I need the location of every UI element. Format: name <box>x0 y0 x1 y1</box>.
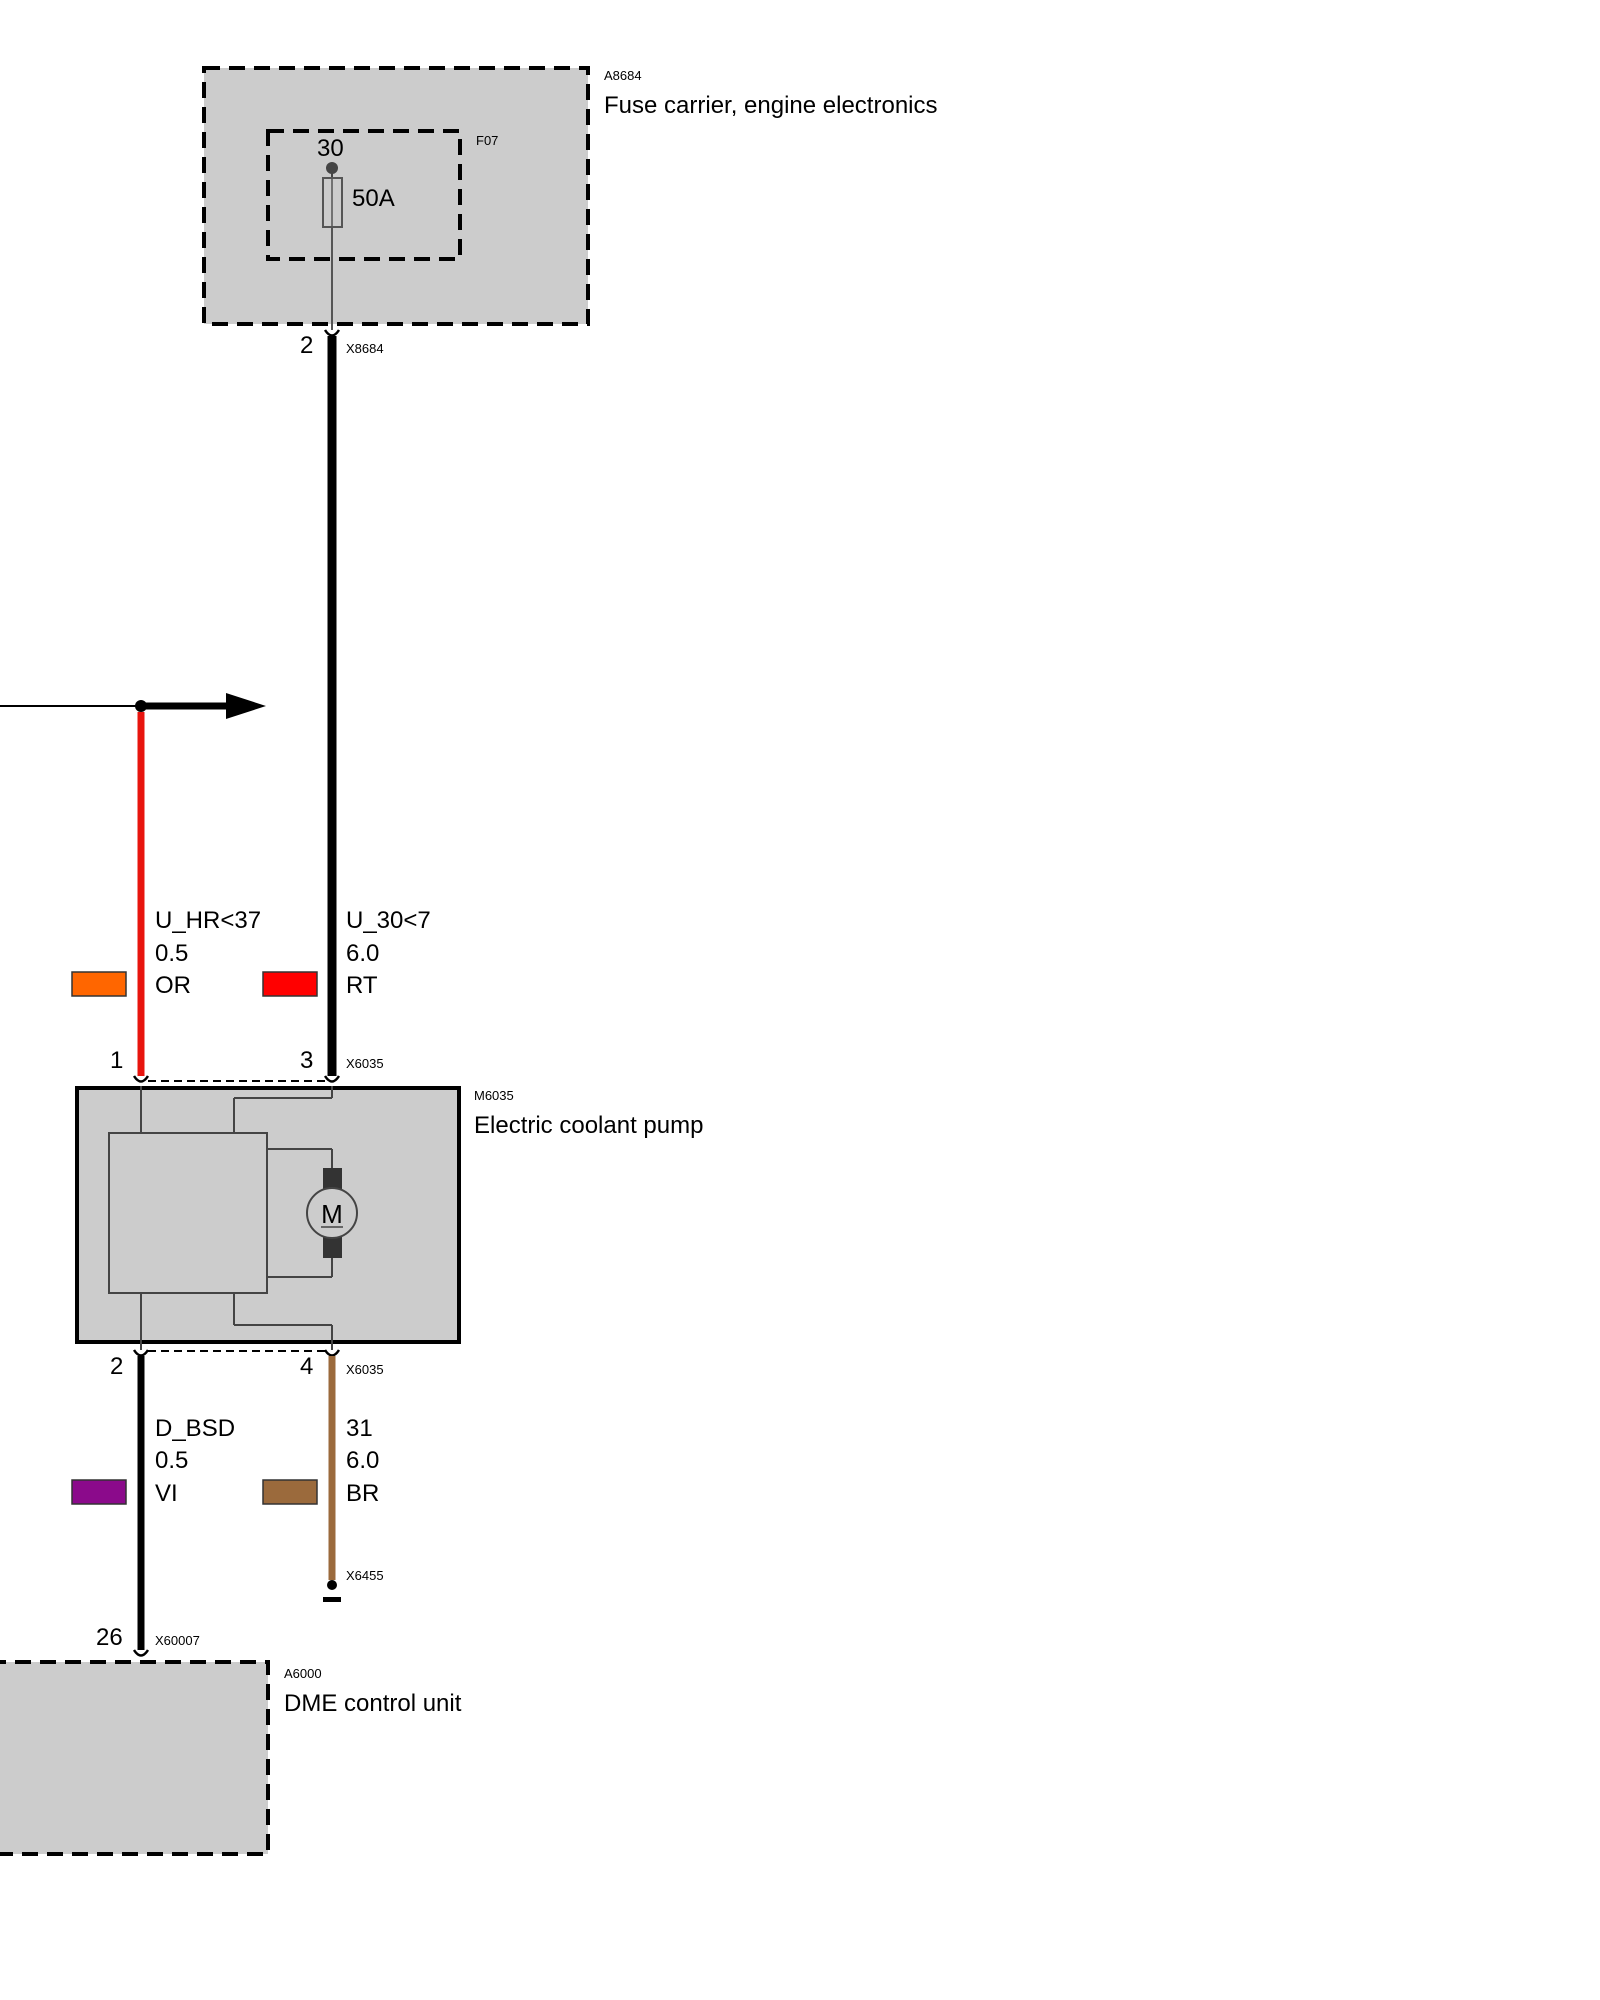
fuse-carrier-name: Fuse carrier, engine electronics <box>604 92 938 119</box>
wire-u30-gauge: 6.0 <box>346 940 379 967</box>
motor-icon: M <box>306 1168 358 1258</box>
wire-u30-signal: U_30<7 <box>346 907 431 934</box>
color-swatch-br <box>262 1479 318 1505</box>
arrow-right-icon <box>226 693 266 719</box>
coolant-pump[interactable]: M <box>75 1086 461 1350</box>
connector-x6035-bottom-id: X6035 <box>346 1362 384 1377</box>
wire-u30-color-code: RT <box>346 972 378 999</box>
wire-uhr-color-code: OR <box>155 972 191 999</box>
connector-x6035-pin4: 4 <box>300 1353 313 1380</box>
wire-31-signal: 31 <box>346 1415 373 1442</box>
pump-electronics-block <box>108 1132 268 1294</box>
wire-dbsd-gauge: 0.5 <box>155 1447 188 1474</box>
motor-symbol: M <box>321 1199 343 1229</box>
fuse-rating: 50A <box>352 185 395 212</box>
dme-name: DME control unit <box>284 1690 462 1717</box>
connector-x6035-bottom-pin2-icon <box>132 1349 150 1357</box>
wire-uhr-signal: U_HR<37 <box>155 907 261 934</box>
ground-icon <box>323 1580 341 1602</box>
junction-dot <box>135 700 147 712</box>
connector-x6035-top-id: X6035 <box>346 1056 384 1071</box>
color-swatch-vi <box>71 1479 127 1505</box>
fuse-f07-box <box>266 129 462 261</box>
wire-dbsd-signal: D_BSD <box>155 1415 235 1442</box>
wire-31-color-code: BR <box>346 1480 379 1507</box>
connector-x60007-pin: 26 <box>96 1624 123 1651</box>
connector-x6035-pin2: 2 <box>110 1353 123 1380</box>
fuse-carrier[interactable] <box>202 66 590 330</box>
fuse-carrier-id: A8684 <box>604 68 642 83</box>
dme-id: A6000 <box>284 1666 322 1681</box>
fuse-terminal-label: 30 <box>317 135 344 162</box>
connector-x60007-icon <box>132 1649 150 1657</box>
connector-x6035-top-pin1-icon <box>132 1075 150 1083</box>
color-swatch-rt <box>262 971 318 997</box>
pump-id: M6035 <box>474 1088 514 1103</box>
connector-x60007-id: X60007 <box>155 1633 200 1648</box>
connector-x6035-pin1: 1 <box>110 1047 123 1074</box>
wire-31-gauge: 6.0 <box>346 1447 379 1474</box>
connector-x6035-pin3: 3 <box>300 1047 313 1074</box>
wire-dbsd-color-code: VI <box>155 1480 178 1507</box>
fuse-id: F07 <box>476 133 498 148</box>
dme-control-unit[interactable] <box>0 1660 270 1856</box>
color-swatch-or <box>71 971 127 997</box>
wire-uhr-gauge: 0.5 <box>155 940 188 967</box>
ground-id: X6455 <box>346 1568 384 1583</box>
connector-x8684-id: X8684 <box>346 341 384 356</box>
pump-name: Electric coolant pump <box>474 1112 703 1139</box>
connector-x6035-top-pin3-icon <box>323 1075 341 1083</box>
connector-x8684-icon <box>323 329 341 337</box>
connector-x8684-pin: 2 <box>300 332 313 359</box>
connector-x6035-bottom-pin4-icon <box>323 1349 341 1357</box>
